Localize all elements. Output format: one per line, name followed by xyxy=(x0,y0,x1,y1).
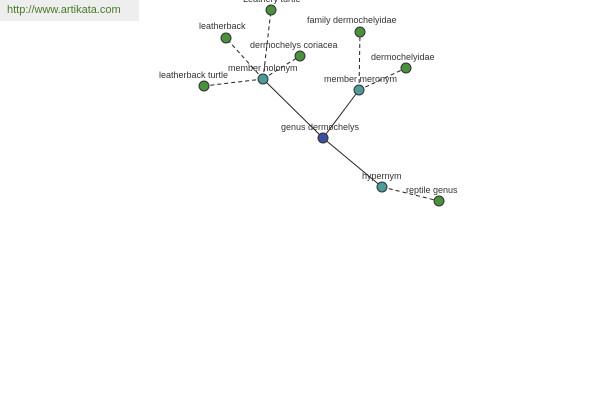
node-label-reptile-genus[interactable]: reptile genus xyxy=(406,185,458,195)
node-label-leatherback[interactable]: leatherback xyxy=(199,21,246,31)
node-family-dermochelyidae[interactable]: family dermochelyidae xyxy=(307,15,397,38)
edge-member-holonym-to-leatherback-turtle xyxy=(203,78,264,87)
edge-member-holonym-to-dermochelys-coriacea xyxy=(262,55,301,80)
edge-genus-dermochelys-to-hypernym xyxy=(322,137,383,188)
node-label-genus-dermochelys[interactable]: genus dermochelys xyxy=(281,122,360,132)
node-label-dermochelys-coriacea[interactable]: dermochelys coriacea xyxy=(250,40,338,50)
node-label-member-holonym[interactable]: member holonym xyxy=(228,63,298,73)
edges-layer xyxy=(203,9,440,202)
node-reptile-genus[interactable]: reptile genus xyxy=(406,185,458,207)
node-leatherback[interactable]: leatherback xyxy=(199,21,246,44)
node-circle-genus-dermochelys[interactable] xyxy=(317,132,329,144)
node-circle-leatherback-turtle[interactable] xyxy=(198,80,210,92)
node-genus-dermochelys[interactable]: genus dermochelys xyxy=(281,122,360,144)
edge-member-holonym-to-leathery-turtle xyxy=(262,9,272,80)
node-circle-member-holonym[interactable] xyxy=(257,73,269,85)
node-circle-leathery-turtle[interactable] xyxy=(265,4,277,16)
node-member-holonym[interactable]: member holonym xyxy=(228,63,298,85)
node-label-hypernym[interactable]: hypernym xyxy=(362,171,402,181)
edge-hypernym-to-reptile-genus xyxy=(381,186,440,202)
node-circle-dermochelys-coriacea[interactable] xyxy=(294,50,306,62)
node-label-member-meronym[interactable]: member meronym xyxy=(324,74,397,84)
node-hypernym[interactable]: hypernym xyxy=(362,171,402,193)
node-circle-dermochelyidae[interactable] xyxy=(400,62,412,74)
node-leathery-turtle[interactable]: Leathery turtle xyxy=(243,0,301,16)
node-label-leatherback-turtle[interactable]: leatherback turtle xyxy=(159,70,228,80)
node-dermochelyidae[interactable]: dermochelyidae xyxy=(371,52,435,74)
edge-member-holonym-to-leatherback xyxy=(225,37,264,80)
node-circle-member-meronym[interactable] xyxy=(353,84,365,96)
node-leatherback-turtle[interactable]: leatherback turtle xyxy=(159,70,228,92)
node-circle-leatherback[interactable] xyxy=(220,32,232,44)
edge-genus-dermochelys-to-member-holonym xyxy=(262,78,324,139)
nodes-layer: genus dermochelys member holonym member me… xyxy=(159,0,458,207)
node-dermochelys-coriacea[interactable]: dermochelys coriacea xyxy=(250,40,338,62)
edge-member-meronym-to-dermochelyidae xyxy=(358,67,407,91)
node-label-leathery-turtle[interactable]: Leathery turtle xyxy=(243,0,301,4)
node-label-family-dermochelyidae[interactable]: family dermochelyidae xyxy=(307,15,397,25)
node-circle-reptile-genus[interactable] xyxy=(433,195,445,207)
node-member-meronym[interactable]: member meronym xyxy=(324,74,397,96)
edge-member-meronym-to-family-dermochelyidae xyxy=(358,31,361,91)
node-circle-family-dermochelyidae[interactable] xyxy=(354,26,366,38)
node-label-dermochelyidae[interactable]: dermochelyidae xyxy=(371,52,435,62)
site-watermark[interactable]: http://www.artikata.com xyxy=(0,0,139,21)
edge-genus-dermochelys-to-member-meronym xyxy=(322,89,360,139)
node-circle-hypernym[interactable] xyxy=(376,181,388,193)
